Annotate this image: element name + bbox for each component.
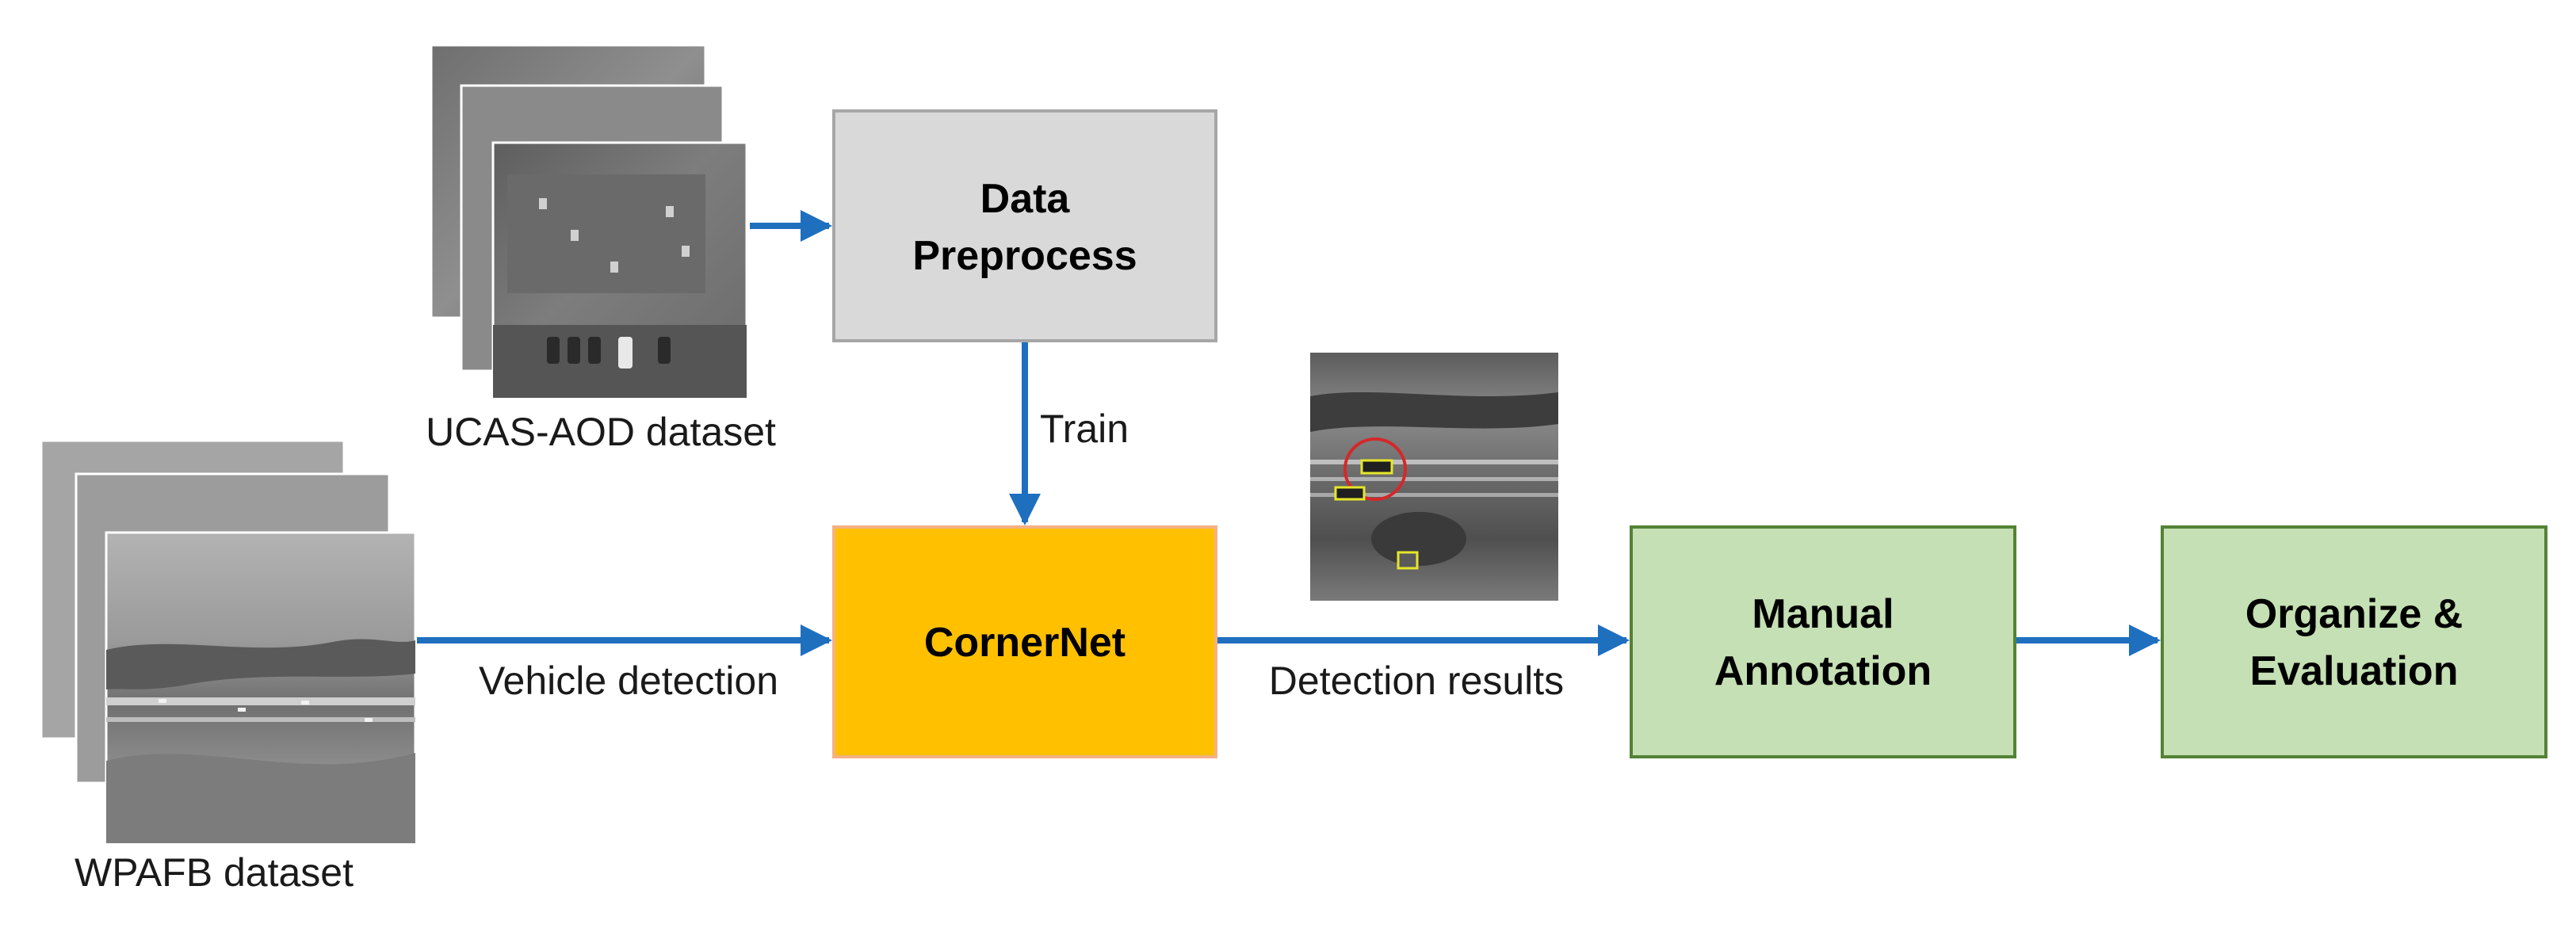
wpafb-image-stack xyxy=(40,439,417,845)
data-preprocess-line1: Data xyxy=(980,176,1071,222)
data-preprocess-box: Data Preprocess xyxy=(832,109,1217,342)
detection-box-3 xyxy=(1397,551,1419,570)
wpafb-image-front xyxy=(105,531,417,845)
wpafb-label: WPAFB dataset xyxy=(75,850,354,895)
detection-box-1 xyxy=(1360,459,1393,475)
cornernet-label: CornerNet xyxy=(924,620,1126,666)
highlight-circle xyxy=(1343,437,1407,501)
organize-evaluation-line2: Evaluation xyxy=(2250,648,2459,694)
manual-annotation-line1: Manual xyxy=(1752,591,1894,637)
cornernet-box: CornerNet xyxy=(832,525,1217,758)
edge-label-train: Train xyxy=(1040,407,1129,451)
manual-annotation-box: Manual Annotation xyxy=(1630,525,2016,758)
detection-box-2 xyxy=(1334,486,1366,501)
organize-evaluation-box: Organize & Evaluation xyxy=(2161,525,2547,758)
ucas-aod-image-front xyxy=(491,141,748,399)
detection-result-image xyxy=(1310,353,1558,601)
ucas-aod-image-stack xyxy=(430,44,748,399)
data-preprocess-line2: Preprocess xyxy=(912,233,1137,279)
manual-annotation-line2: Annotation xyxy=(1714,648,1932,694)
edge-label-detection-results: Detection results xyxy=(1269,659,1564,703)
organize-evaluation-line1: Organize & xyxy=(2245,591,2463,637)
ucas-aod-label: UCAS-AOD dataset xyxy=(426,410,776,454)
edge-label-vehicle-detection: Vehicle detection xyxy=(479,659,778,703)
